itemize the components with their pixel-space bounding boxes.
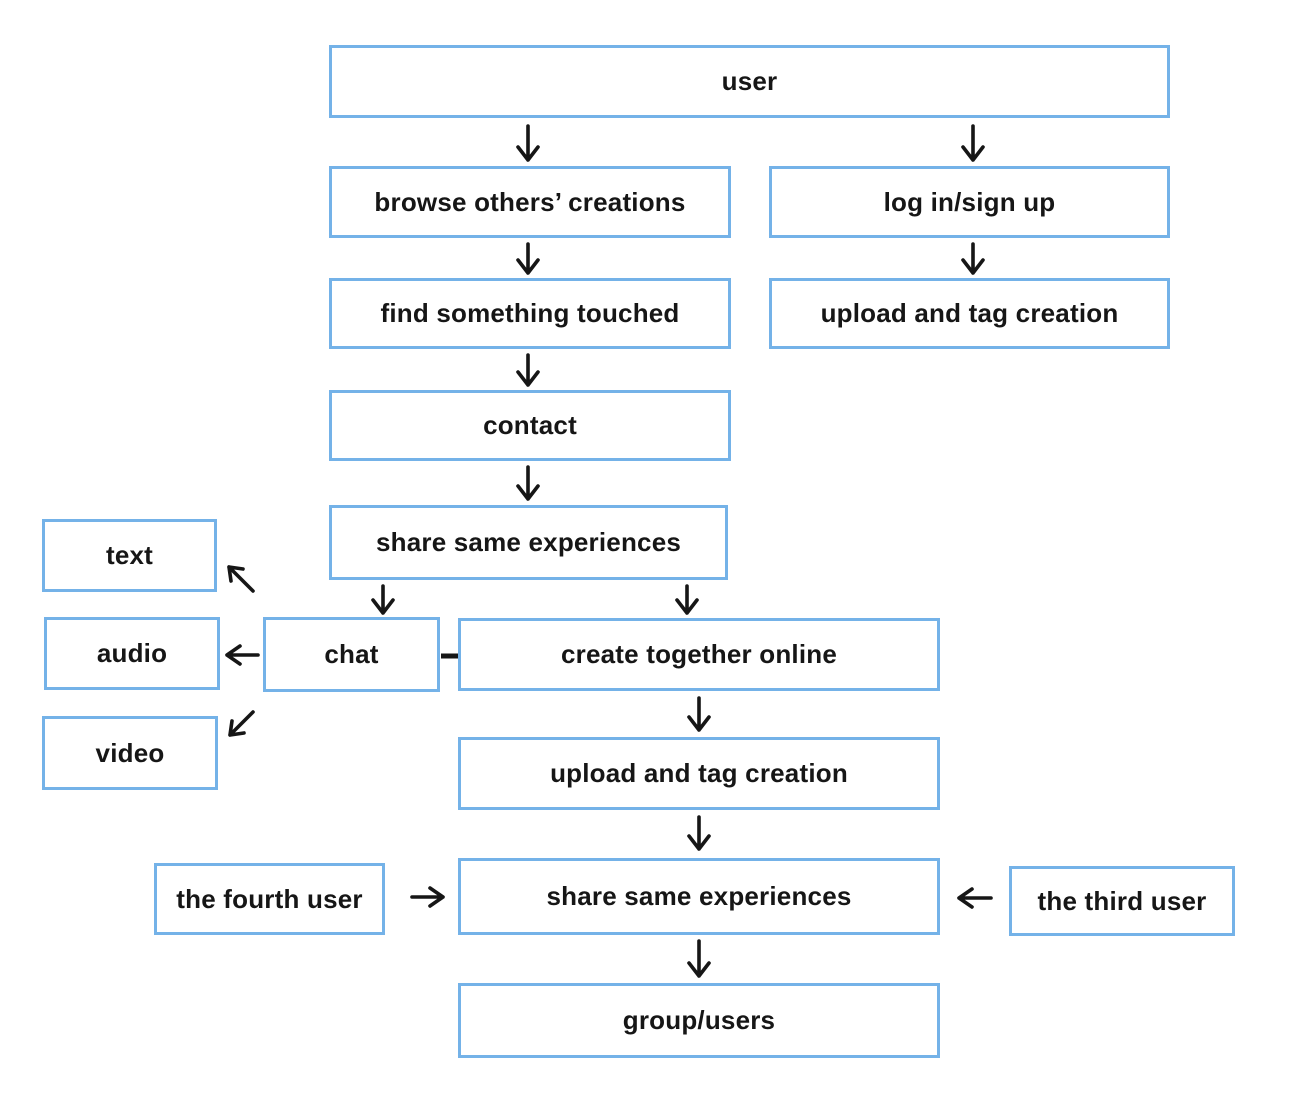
node-video: video bbox=[42, 716, 218, 790]
node-contact: contact bbox=[329, 390, 731, 461]
arrow-share1-to-create bbox=[675, 584, 699, 615]
node-browse-creations: browse others’ creations bbox=[329, 166, 731, 238]
arrow-third-to-share2 bbox=[957, 887, 993, 909]
arrow-find-to-contact bbox=[516, 353, 540, 387]
node-third-user: the third user bbox=[1009, 866, 1235, 936]
node-chat: chat bbox=[263, 617, 440, 692]
arrow-fourth-to-share2 bbox=[410, 886, 445, 908]
node-login-signup: log in/sign up bbox=[769, 166, 1170, 238]
arrow-user-to-login bbox=[961, 124, 985, 162]
arrow-chat-to-audio bbox=[225, 644, 260, 666]
node-fourth-user: the fourth user bbox=[154, 863, 385, 935]
arrow-chat-to-video bbox=[228, 710, 255, 737]
node-share-1: share same experiences bbox=[329, 505, 728, 580]
node-group-users: group/users bbox=[458, 983, 940, 1058]
arrow-login-to-upload1 bbox=[961, 242, 985, 275]
node-share-2: share same experiences bbox=[458, 858, 940, 935]
arrow-share1-to-chat bbox=[371, 584, 395, 615]
node-upload-tag-2: upload and tag creation bbox=[458, 737, 940, 810]
node-upload-tag-1: upload and tag creation bbox=[769, 278, 1170, 349]
node-text: text bbox=[42, 519, 217, 592]
arrow-user-to-browse bbox=[516, 124, 540, 162]
node-find-touched: find something touched bbox=[329, 278, 731, 349]
arrow-chat-to-text bbox=[227, 565, 255, 593]
node-create-online: create together online bbox=[458, 618, 940, 691]
node-user: user bbox=[329, 45, 1170, 118]
node-audio: audio bbox=[44, 617, 220, 690]
arrow-browse-to-find bbox=[516, 242, 540, 275]
arrow-share2-to-group bbox=[687, 939, 711, 978]
arrow-upload2-to-share2 bbox=[687, 815, 711, 851]
arrow-contact-to-share1 bbox=[516, 465, 540, 501]
arrow-create-to-upload2 bbox=[687, 696, 711, 732]
